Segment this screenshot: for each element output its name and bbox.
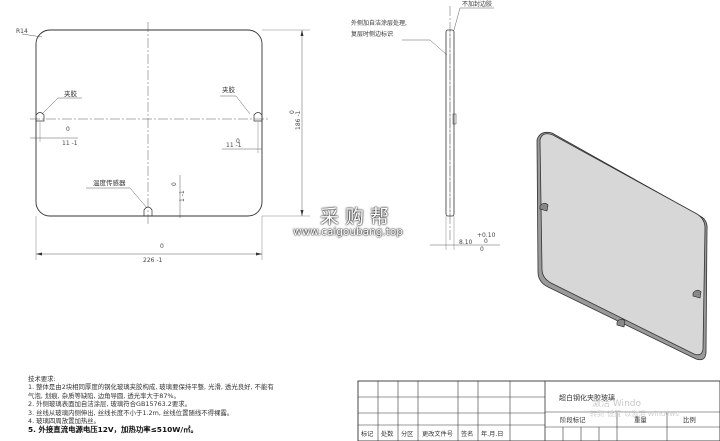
notes-line-2: 气泡, 划痕, 杂质等缺陷, 边角导圆, 透光率大于87%。 — [28, 391, 180, 400]
tb-stage-label: 阶段标记 — [560, 415, 586, 424]
height-dim-tol: 186 -1 — [295, 110, 302, 130]
iso-panel-face — [539, 133, 706, 356]
side-panel-outline — [445, 29, 455, 217]
thick-plus: +0.10 — [477, 232, 496, 239]
right-clip-symbol — [253, 112, 263, 122]
tb-header-sign: 签名 — [461, 430, 473, 438]
notes-line-4: 3. 丝线从玻璃内侧伸出, 丝线长度不小于1.2m, 丝线位置随线不得裸露。 — [28, 408, 234, 417]
notes-line-3: 2. 外侧玻璃表面加自洁涂层, 玻璃符合GB15763.2要求。 — [28, 400, 191, 409]
right-clip-leader — [220, 95, 251, 115]
edge-note-leader — [402, 39, 448, 56]
right-clip-dim-tol: 11 -1 — [226, 142, 242, 149]
radius-leader — [21, 33, 43, 38]
tb-headers: 标记 处数 分区 更改文件号 签名 年.月.日 — [361, 430, 504, 438]
windows-activation-title: 激活 Windo — [592, 399, 641, 409]
iso-clip-left — [539, 202, 549, 212]
iso-clip-right — [692, 289, 702, 299]
sensor-label: 温度传感器 — [93, 178, 126, 187]
tb-header-date: 年.月.日 — [481, 430, 504, 438]
tb-header-count: 处数 — [381, 430, 394, 438]
dim-arrows — [36, 30, 304, 256]
side-clip-mark — [452, 113, 457, 125]
left-clip-symbol — [35, 112, 45, 122]
edge-note-right: 不加封边胶 — [462, 0, 492, 8]
tb-part-name: 超白钢化夹胶玻璃 — [559, 393, 615, 402]
right-clip-dim-value: 0 — [236, 138, 240, 145]
front-view — [21, 22, 310, 260]
thick-tol: 0 — [480, 246, 484, 253]
title-block-grid — [357, 380, 720, 441]
left-clip-label: 夹胶 — [64, 89, 78, 98]
notes-line-5: 4. 玻璃四周放置加热丝。 — [28, 417, 101, 426]
tb-header-doc: 更改文件号 — [422, 430, 453, 438]
isometric-view — [536, 131, 708, 361]
edge-note-line1: 外侧加自洁涂层处理, — [351, 19, 407, 27]
notes-line-1: 1. 整体是由2块相同厚度的钢化玻璃夹胶构成, 玻璃要保持平整, 光滑, 透光良… — [28, 383, 274, 392]
thick-zero: 0 — [484, 238, 488, 245]
tb-header-zone: 分区 — [401, 430, 413, 438]
sensor-dim-tol: 1 -1 — [179, 190, 186, 202]
tb-header-mark: 标记 — [361, 430, 373, 438]
left-clip-dim-tol: 11 -1 — [62, 140, 78, 147]
notes-title: 技术要求: — [28, 375, 56, 383]
edge-note-line2: 复层时侧边标识 — [351, 30, 393, 38]
thick-value: 8.10 — [459, 239, 473, 246]
width-dim-tol: 226 -1 — [143, 257, 163, 264]
windows-activation-subtitle: 转到"设置"以激活 Windows — [590, 410, 679, 418]
iso-sensor — [616, 318, 626, 328]
sensor-leader — [86, 187, 148, 209]
radius-label: R14 — [16, 28, 28, 35]
width-dim-value: 0 — [160, 243, 164, 250]
notes-power: 5. 外接直流电源电压12V，加热功率≤510W/㎡。 — [28, 425, 198, 435]
side-view — [402, 6, 500, 250]
left-clip-leader — [41, 97, 82, 115]
sensor-symbol — [143, 206, 153, 217]
sensor-dim-value: 0 — [171, 182, 178, 186]
watermark-chinese: 采购帮 — [320, 206, 396, 228]
left-clip-dim-value: 0 — [66, 126, 70, 133]
panel-outline — [35, 29, 263, 217]
height-dim-value: 0 — [289, 110, 296, 114]
right-clip-label: 夹胶 — [222, 85, 236, 94]
edge-note-right-leader — [453, 7, 494, 31]
tb-weight-label: 重量 — [634, 416, 647, 424]
watermark-url: www.caigoubang.top — [293, 226, 403, 238]
technical-notes: 技术要求: 1. 整体是由2块相同厚度的钢化玻璃夹胶构成, 玻璃要保持平整, 光… — [28, 375, 358, 435]
tb-scale-label: 比例 — [683, 415, 696, 424]
